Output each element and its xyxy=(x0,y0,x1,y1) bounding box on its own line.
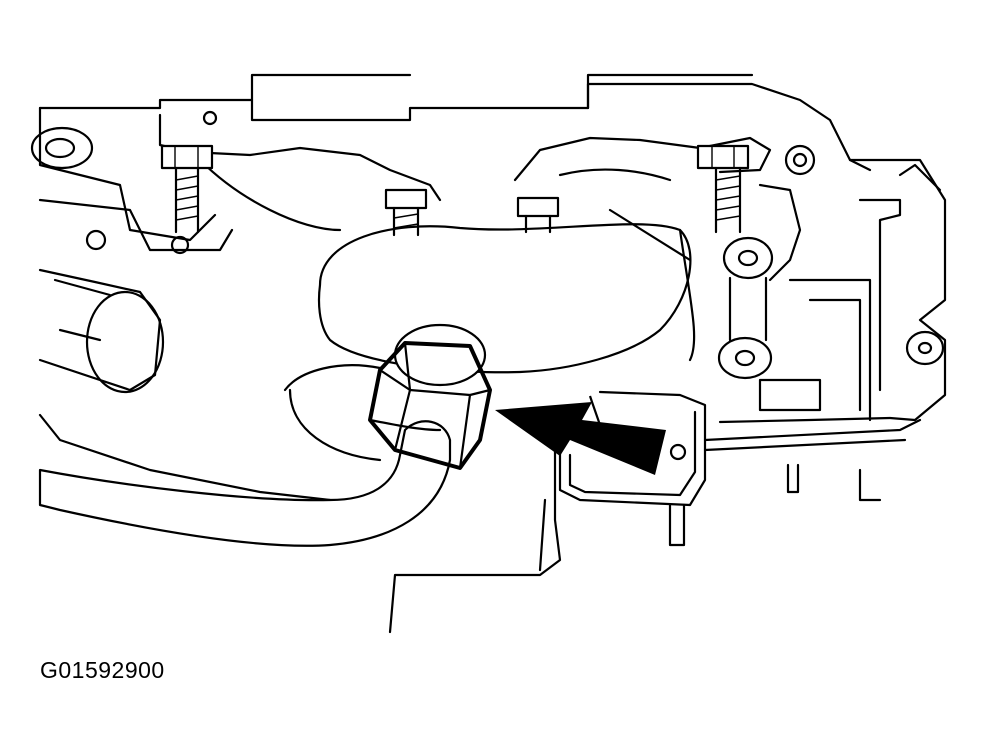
upper-head-outline xyxy=(250,73,942,192)
right-bracket xyxy=(717,183,945,422)
pointer-arrow xyxy=(495,395,666,475)
left-shaft xyxy=(38,268,165,394)
stud-nut-2 xyxy=(384,188,428,237)
egr-pipe xyxy=(38,418,452,547)
manifold-collector xyxy=(283,208,696,462)
manifold-flange-right xyxy=(513,136,816,182)
figure-code: G01592900 xyxy=(40,657,165,683)
stud-nut-1 xyxy=(160,144,214,234)
hex-fitting xyxy=(368,323,492,470)
stud-nut-4 xyxy=(696,144,750,234)
lower-cover xyxy=(558,390,922,547)
left-bolt-boss xyxy=(30,126,190,255)
manifold-flange-left xyxy=(158,110,442,232)
stud-nut-3 xyxy=(516,196,560,234)
